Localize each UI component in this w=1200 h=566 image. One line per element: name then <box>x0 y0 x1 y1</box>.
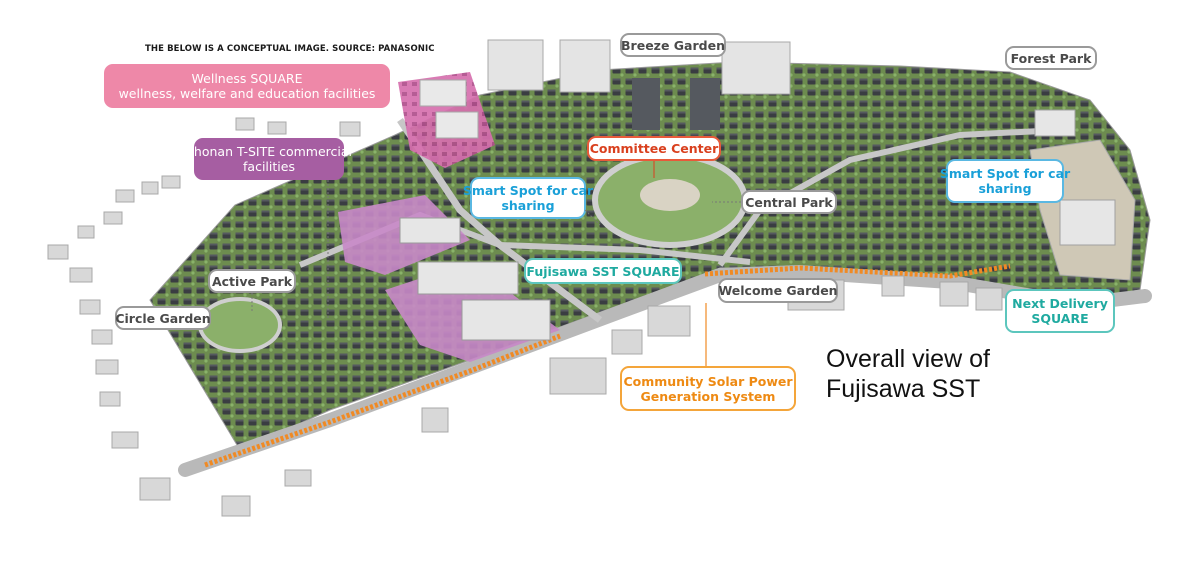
label-wellness-line1: Wellness SQUARE <box>191 71 303 86</box>
label-committee-center: Committee Center <box>587 136 721 161</box>
label-circle-garden-text: Circle Garden <box>115 310 211 326</box>
label-solar-line1: Community Solar Power <box>623 373 793 389</box>
east-facility-building <box>1059 199 1116 246</box>
label-central-park-text: Central Park <box>745 194 833 210</box>
label-circle-garden: Circle Garden <box>115 306 211 330</box>
tsite-building-2 <box>417 261 519 295</box>
label-next-delivery-square: Next Delivery SQUARE <box>1005 289 1115 333</box>
label-central-park: Central Park <box>741 190 837 214</box>
central-park-plaza <box>640 179 700 211</box>
label-tsite-line1: Shonan T-SITE commercial <box>186 144 353 159</box>
overall-title: Overall view of Fujisawa SST <box>826 344 990 404</box>
solar-road <box>204 333 561 468</box>
overall-title-line1: Overall view of <box>826 345 990 373</box>
label-community-solar: Community Solar Power Generation System <box>620 366 796 411</box>
label-breeze-garden-text: Breeze Garden <box>621 37 725 53</box>
label-tsite: Shonan T-SITE commercial facilities <box>186 138 352 180</box>
label-smart-spot-left-line1: Smart Spot for car <box>462 183 594 198</box>
tsite-building-1 <box>399 217 461 244</box>
label-active-park: Active Park <box>208 269 296 293</box>
label-smart-spot-right: Smart Spot for car sharing <box>940 159 1070 203</box>
label-welcome-garden: Welcome Garden <box>718 278 838 303</box>
wellness-building-1 <box>419 79 467 107</box>
tsite-building-3 <box>461 299 551 341</box>
label-active-park-text: Active Park <box>211 273 293 289</box>
north-tower-1 <box>487 39 544 91</box>
label-forest-park-text: Forest Park <box>1010 50 1092 66</box>
label-wellness-square: Wellness SQUARE wellness, welfare and ed… <box>104 64 390 108</box>
label-smart-spot-left-line2: sharing <box>501 198 555 213</box>
north-tower-5 <box>690 78 720 130</box>
label-fujisawa-sst-square: Fujisawa SST SQUARE <box>524 258 682 284</box>
north-tower-4 <box>632 78 660 130</box>
north-tower-3 <box>721 41 791 95</box>
label-smart-spot-right-line1: Smart Spot for car <box>939 166 1071 181</box>
label-solar-line2: Generation System <box>640 388 776 404</box>
source-note: THE BELOW IS A CONCEPTUAL IMAGE. SOURCE:… <box>145 44 435 54</box>
north-tower-2 <box>559 39 611 93</box>
forest-park-building <box>1034 109 1076 137</box>
internal-road-3 <box>717 127 1061 267</box>
label-forest-park: Forest Park <box>1005 46 1097 70</box>
label-committee-center-text: Committee Center <box>589 141 719 156</box>
overall-title-line2: Fujisawa SST <box>826 375 981 403</box>
solar-road-east <box>704 263 1011 279</box>
west-outer-houses <box>47 117 361 501</box>
label-fujisawa-sst-square-text: Fujisawa SST SQUARE <box>526 263 680 279</box>
leader-smart-spot-left <box>584 209 601 226</box>
label-smart-spot-left: Smart Spot for car sharing <box>463 177 593 219</box>
label-welcome-garden-text: Welcome Garden <box>718 283 838 298</box>
label-wellness-line2: wellness, welfare and education faciliti… <box>118 86 376 101</box>
label-smart-spot-right-line2: sharing <box>978 181 1032 196</box>
label-tsite-line2: facilities <box>243 159 295 174</box>
label-next-delivery-line1: Next Delivery <box>1012 296 1108 311</box>
label-next-delivery-line2: SQUARE <box>1031 311 1089 326</box>
label-breeze-garden: Breeze Garden <box>620 33 726 57</box>
wellness-building-2 <box>435 111 479 139</box>
